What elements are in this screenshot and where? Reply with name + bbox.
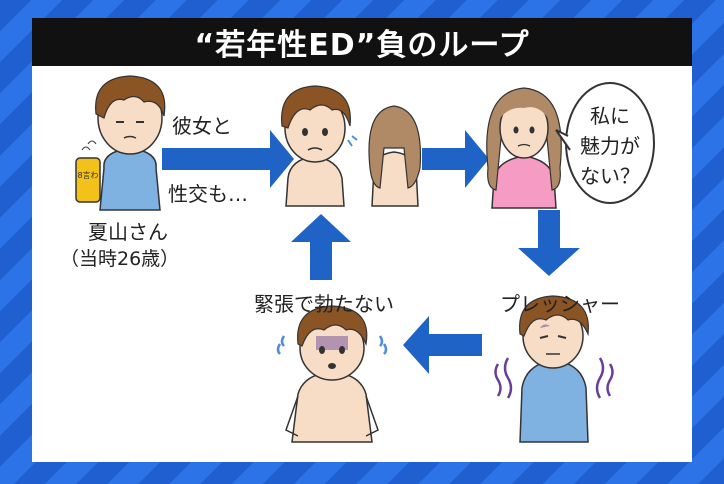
speech-bubble <box>555 82 655 204</box>
arrow-up <box>291 214 351 280</box>
woman-back-figure <box>368 105 422 207</box>
pressure-label: プレッシャー <box>500 292 620 316</box>
woman-pink-figure <box>486 87 562 209</box>
person-name-label: 夏山さん <box>88 220 168 244</box>
arrow-down <box>518 210 580 276</box>
speech-bubble-line3: ない？ <box>580 164 640 188</box>
arrow-right-1 <box>162 130 294 188</box>
illustration-panel: “若年性ED”負のループ <box>32 18 692 462</box>
nervous-label: 緊張で勃たない <box>254 292 394 316</box>
can-label: 8言わ <box>77 170 98 180</box>
pressured-man-figure <box>494 295 614 443</box>
arrow-caption-line1: 彼女と <box>172 114 232 138</box>
arrow-left <box>403 316 482 374</box>
diagram-art: 8言わ <box>75 75 655 443</box>
man-with-can-figure: 8言わ <box>75 75 166 211</box>
speech-bubble-line2: 魅力が <box>580 134 640 158</box>
arrow-caption-line2: 性交も… <box>168 182 248 206</box>
shirtless-man-worried-figure <box>281 85 358 207</box>
person-age-label: （当時26歳） <box>60 248 180 270</box>
nervous-shirtless-man-figure <box>276 305 388 443</box>
page-title: “若年性ED”負のループ <box>194 28 530 63</box>
title-bar: “若年性ED”負のループ <box>32 18 692 66</box>
speech-bubble-line1: 私に <box>590 104 630 128</box>
arrow-right-2 <box>422 130 489 188</box>
